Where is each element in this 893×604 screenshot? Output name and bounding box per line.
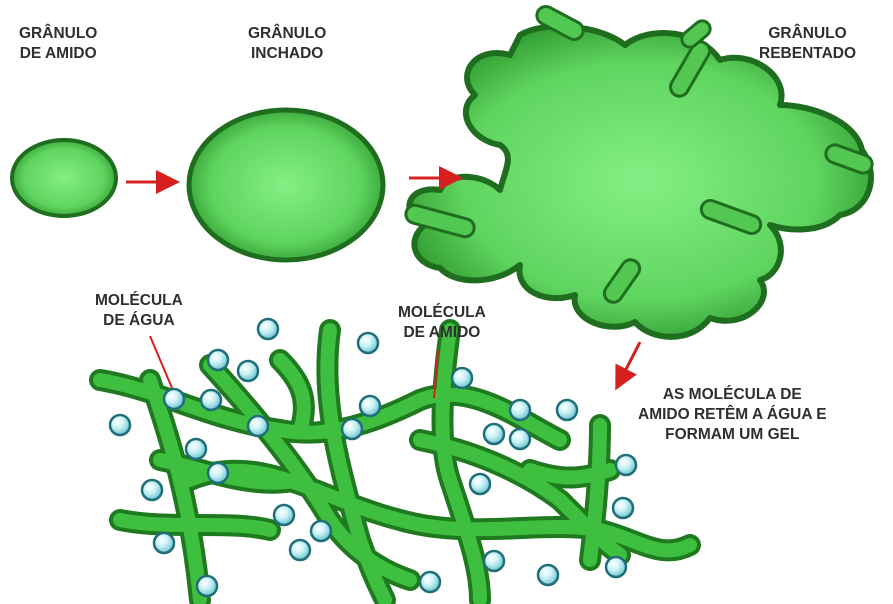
swollen-granule	[189, 110, 383, 260]
label-starch-molecule: MOLÉCULA DE AMIDO	[398, 303, 486, 343]
label-starch-granule: GRÂNULO DE AMIDO	[19, 24, 97, 64]
label-burst-granule: GRÂNULO REBENTADO	[759, 24, 856, 64]
arrow-3	[618, 342, 640, 385]
label-water-molecule: MOLÉCULA DE ÁGUA	[95, 291, 183, 331]
starch-granule	[12, 140, 116, 216]
label-swollen-granule: GRÂNULO INCHADO	[248, 24, 326, 64]
gel-network	[100, 330, 690, 600]
label-gel-caption: AS MOLÉCULA DE AMIDO RETÊM A ÁGUA E FORM…	[638, 385, 827, 445]
